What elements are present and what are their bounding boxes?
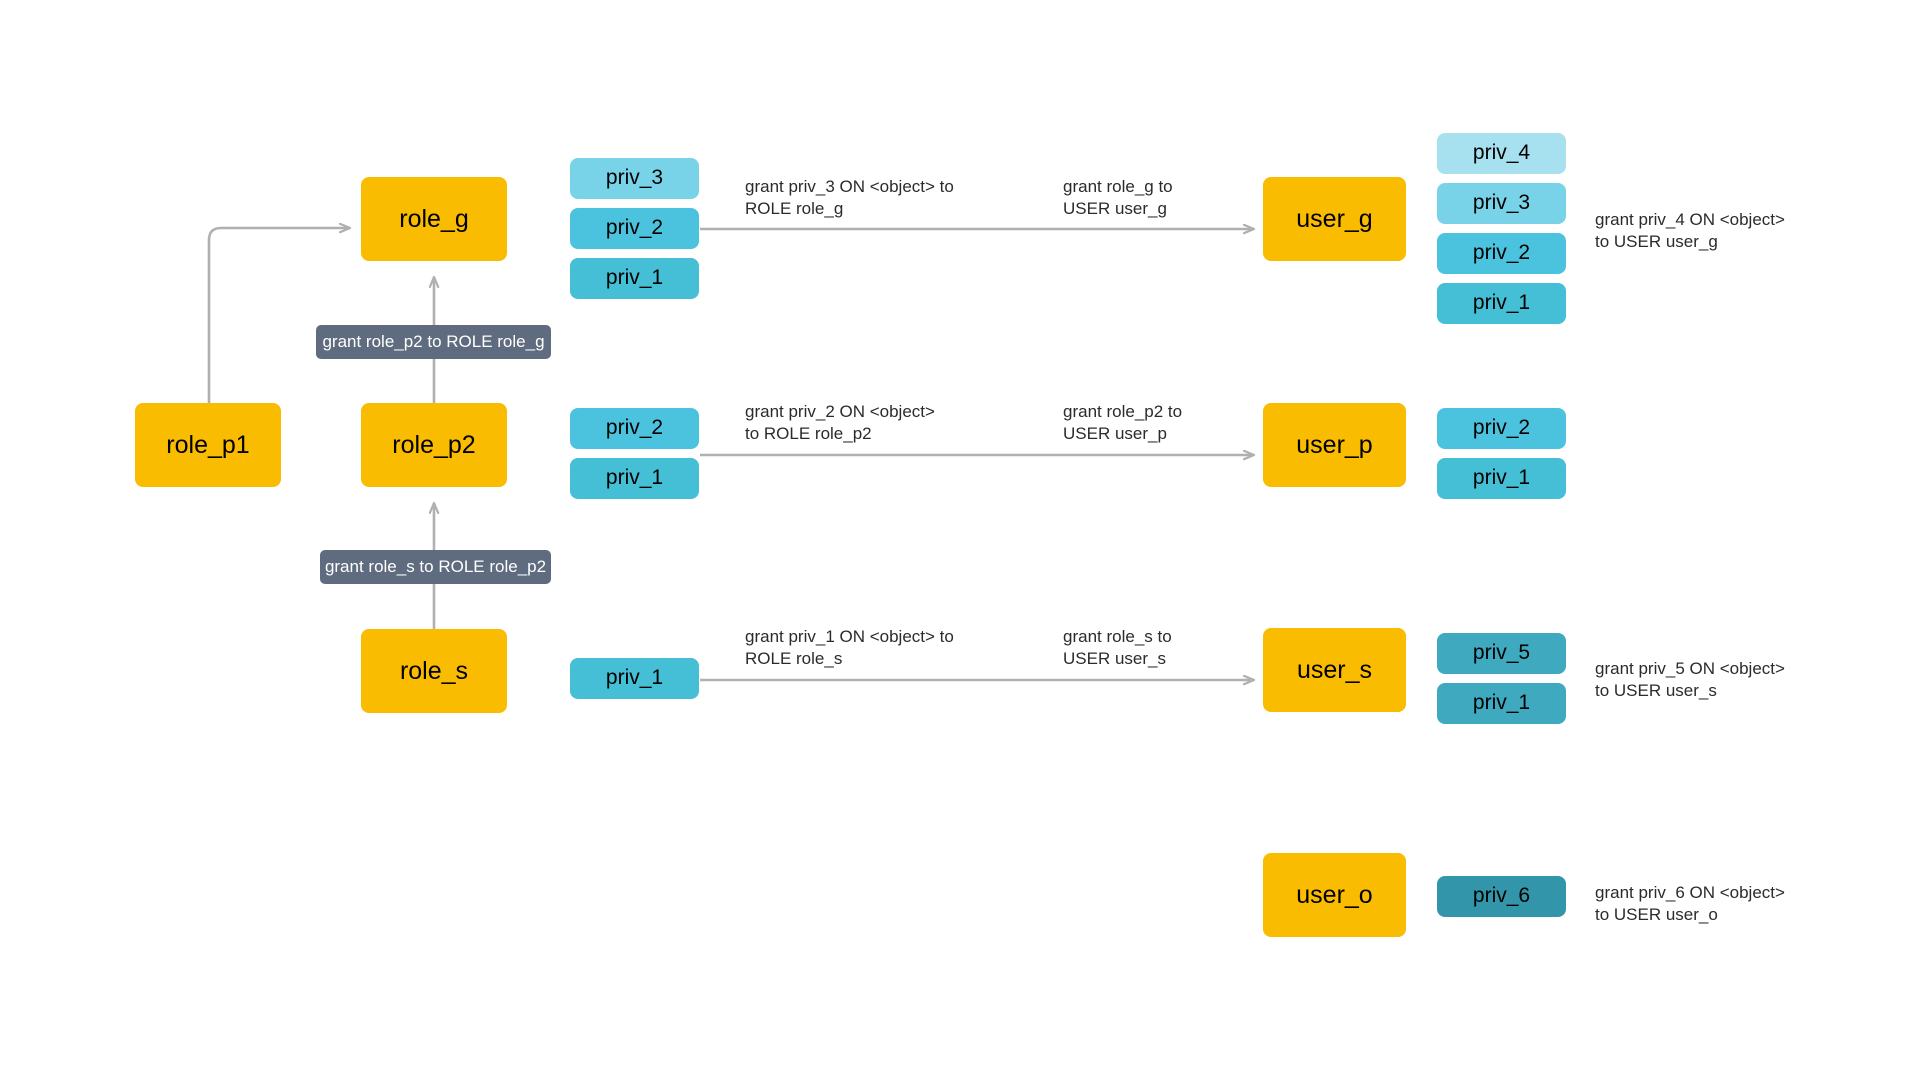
priv-box-label: priv_4	[1472, 141, 1531, 165]
priv-box-label: priv_2	[1472, 241, 1531, 265]
node-role-g-label: role_g	[399, 204, 469, 233]
priv-box-role-g-priv-3[interactable]: priv_3	[570, 158, 699, 199]
priv-box-role-g-priv-1[interactable]: priv_1	[570, 258, 699, 299]
node-user-g-label: user_g	[1296, 204, 1373, 233]
priv-box-label: priv_3	[605, 166, 664, 190]
node-user-s[interactable]: user_s	[1263, 628, 1406, 712]
node-user-p-label: user_p	[1296, 430, 1373, 459]
connector-role-p1-to-role-g	[207, 228, 350, 403]
node-role-p1[interactable]: role_p1	[135, 403, 281, 487]
annotation-grant-priv-1-to-role-s: grant priv_1 ON <object> to ROLE role_s	[745, 627, 954, 668]
node-role-s-label: role_s	[399, 656, 469, 685]
edge-chip-role-p2-to-role-g: grant role_p2 to ROLE role_g	[316, 325, 551, 359]
priv-box-label: priv_1	[1472, 466, 1531, 490]
node-role-p2-label: role_p2	[392, 430, 476, 459]
priv-box-label: priv_2	[605, 216, 664, 240]
priv-box-label: priv_1	[605, 466, 664, 490]
priv-box-role-g-priv-2[interactable]: priv_2	[570, 208, 699, 249]
priv-box-role-s-priv-1[interactable]: priv_1	[570, 658, 699, 699]
annotation-grant-priv-6-to-user-o: grant priv_6 ON <object> to USER user_o	[1595, 883, 1785, 924]
annotation-grant-role-p2-to-user-p: grant role_p2 to USER user_p	[1063, 402, 1183, 443]
annotation-grant-role-g-to-user-g: grant role_g to USER user_g	[1063, 177, 1173, 218]
priv-box-label: priv_2	[605, 416, 664, 440]
node-role-p2[interactable]: role_p2	[361, 403, 507, 487]
node-user-p[interactable]: user_p	[1263, 403, 1406, 487]
node-role-g[interactable]: role_g	[361, 177, 507, 261]
priv-box-user-s-priv-5[interactable]: priv_5	[1437, 633, 1566, 674]
priv-box-label: priv_6	[1472, 884, 1531, 908]
priv-box-label: priv_3	[1472, 191, 1531, 215]
priv-box-role-p2-priv-2[interactable]: priv_2	[570, 408, 699, 449]
priv-box-user-p-priv-1[interactable]: priv_1	[1437, 458, 1566, 499]
edge-chip-role-p2-to-role-g-label: grant role_p2 to ROLE role_g	[322, 332, 545, 351]
priv-box-user-o-priv-6[interactable]: priv_6	[1437, 876, 1566, 917]
priv-box-user-g-priv-3[interactable]: priv_3	[1437, 183, 1566, 224]
node-role-s[interactable]: role_s	[361, 629, 507, 713]
annotation-grant-priv-5-to-user-s: grant priv_5 ON <object> to USER user_s	[1595, 659, 1785, 700]
annotation-grant-role-s-to-user-s: grant role_s to USER user_s	[1063, 627, 1172, 668]
annotation-grant-priv-2-to-role-p2: grant priv_2 ON <object> to ROLE role_p2	[745, 402, 935, 443]
priv-box-user-g-priv-4[interactable]: priv_4	[1437, 133, 1566, 174]
node-user-s-label: user_s	[1296, 655, 1373, 684]
annotation-grant-priv-4-to-user-g: grant priv_4 ON <object> to USER user_g	[1595, 210, 1785, 251]
priv-box-label: priv_2	[1472, 416, 1531, 440]
priv-box-label: priv_1	[605, 266, 664, 290]
edge-chip-role-s-to-role-p2-label: grant role_s to ROLE role_p2	[324, 557, 547, 576]
priv-box-label: priv_1	[1472, 691, 1531, 715]
priv-box-label: priv_5	[1472, 641, 1531, 665]
priv-box-user-s-priv-1[interactable]: priv_1	[1437, 683, 1566, 724]
priv-box-user-p-priv-2[interactable]: priv_2	[1437, 408, 1566, 449]
priv-box-user-g-priv-1[interactable]: priv_1	[1437, 283, 1566, 324]
node-user-o[interactable]: user_o	[1263, 853, 1406, 937]
node-user-g[interactable]: user_g	[1263, 177, 1406, 261]
priv-box-label: priv_1	[1472, 291, 1531, 315]
node-role-p1-label: role_p1	[166, 430, 250, 459]
priv-box-user-g-priv-2[interactable]: priv_2	[1437, 233, 1566, 274]
priv-box-label: priv_1	[605, 666, 664, 690]
edge-chip-role-s-to-role-p2: grant role_s to ROLE role_p2	[320, 550, 551, 584]
annotation-grant-priv-3-to-role-g: grant priv_3 ON <object> to ROLE role_g	[745, 177, 954, 218]
priv-box-role-p2-priv-1[interactable]: priv_1	[570, 458, 699, 499]
node-user-o-label: user_o	[1296, 880, 1373, 909]
